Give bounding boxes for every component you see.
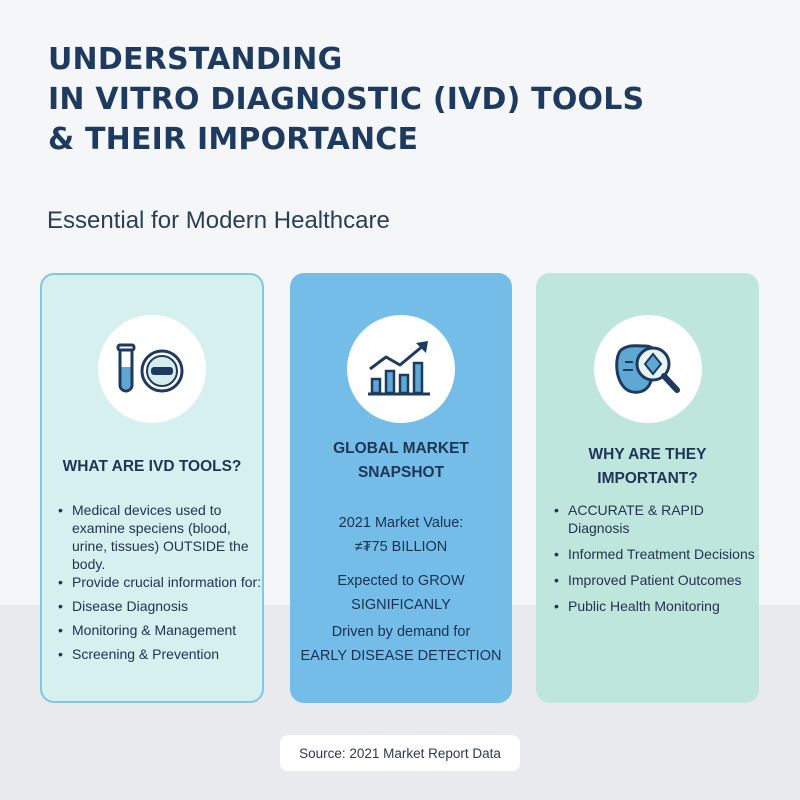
ivd-uses-list: Provide crucial information for: Disease… <box>58 573 263 663</box>
market-value: ≠₮75 BILLION <box>354 539 448 555</box>
driver-text: EARLY DISEASE DETECTION <box>300 648 502 664</box>
list-item: Disease Diagnosis <box>58 597 263 615</box>
list-item: ACCURATE & RAPID Diagnosis <box>554 501 759 537</box>
growth-text: SIGNIFICANLY <box>351 597 451 613</box>
importance-list: ACCURATE & RAPID Diagnosis Informed Trea… <box>554 501 759 615</box>
list-item: Monitoring & Management <box>58 621 263 639</box>
title-line-2: IN VITRO DIAGNOSTIC (IVD) TOOLS <box>48 82 645 117</box>
market-value-block: 2021 Market Value: ≠₮75 BILLION <box>292 511 510 559</box>
market-value-label: 2021 Market Value: <box>338 515 464 531</box>
organ-magnifier-icon <box>593 315 702 423</box>
card-global-market-snapshot: GLOBAL MARKET SNAPSHOT 2021 Market Value… <box>290 273 512 703</box>
card-title-line: GLOBAL MARKET <box>333 440 469 457</box>
list-item: Informed Treatment Decisions <box>554 545 759 563</box>
card-title-line: SNAPSHOT <box>357 464 445 481</box>
bar-chart-growth-icon <box>347 315 455 423</box>
card-title: GLOBAL MARKET SNAPSHOT <box>292 437 510 485</box>
list-item: Screening & Prevention <box>58 645 263 663</box>
driver-block: Driven by demand for EARLY DISEASE DETEC… <box>292 620 510 668</box>
growth-block: Expected to GROW SIGNIFICANLY <box>292 569 510 617</box>
ivd-definition-list: Medical devices used to examine speciens… <box>58 501 263 573</box>
card-title: WHAT ARE IVD TOOLS? <box>62 458 242 475</box>
card-title: WHY ARE THEY IMPORTANT? <box>538 443 757 491</box>
list-item: Public Health Monitoring <box>554 597 759 615</box>
card-title-line: WHY ARE THEY <box>588 446 707 463</box>
growth-text: Expected to GROW <box>337 573 465 589</box>
list-item: Provide crucial information for: <box>58 573 263 591</box>
page-subtitle: Essential for Modern Healthcare <box>47 207 390 234</box>
card-why-important: WHY ARE THEY IMPORTANT? ACCURATE & RAPID… <box>536 273 759 703</box>
driver-text: Driven by demand for <box>331 624 471 640</box>
list-item: Medical devices used to examine speciens… <box>58 501 263 573</box>
list-item: Improved Patient Outcomes <box>554 571 759 589</box>
source-note: Source: 2021 Market Report Data <box>280 735 520 771</box>
title-line-3: & THEIR IMPORTANCE <box>48 122 419 157</box>
page-title: UNDERSTANDING IN VITRO DIAGNOSTIC (IVD) … <box>48 40 768 160</box>
card-what-are-ivd-tools: WHAT ARE IVD TOOLS? Medical devices used… <box>40 273 264 703</box>
test-tube-and-pill-icon <box>98 315 206 423</box>
title-line-1: UNDERSTANDING <box>48 42 343 77</box>
card-title-line: IMPORTANT? <box>597 470 698 487</box>
